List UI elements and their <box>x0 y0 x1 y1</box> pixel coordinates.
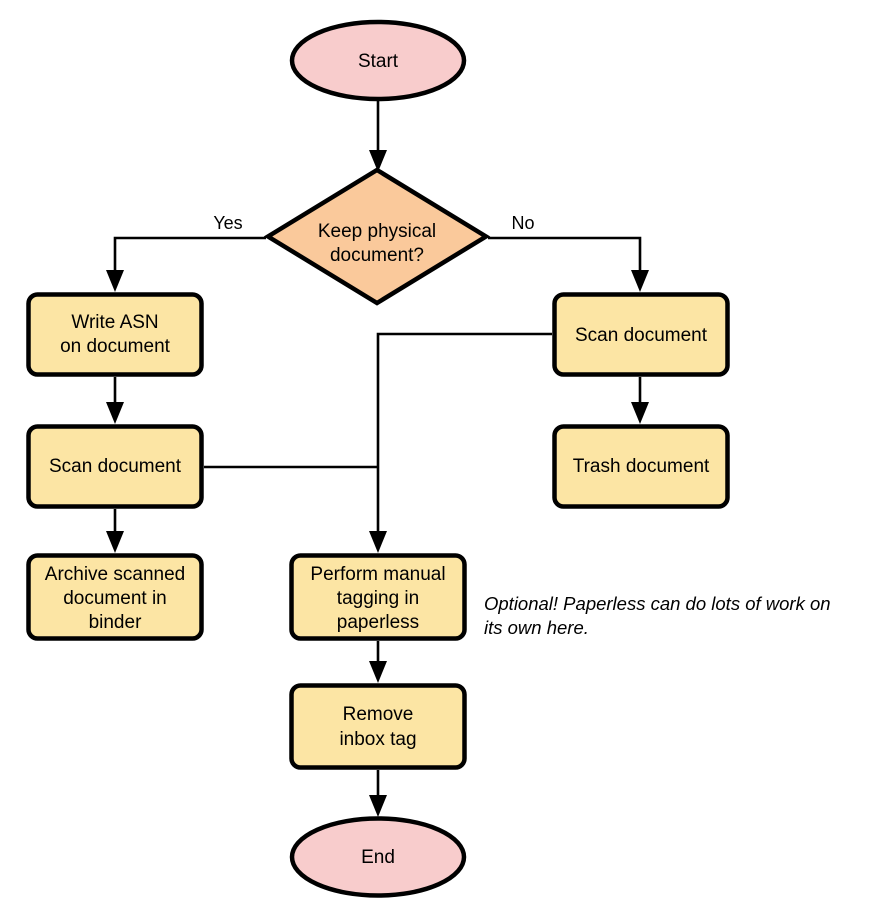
node-scan-document-left-shape[interactable] <box>26 424 204 509</box>
node-manual-tagging-label-line1: Perform manual <box>310 564 445 585</box>
edge-manual-tagging-to-remove-inbox <box>369 641 387 683</box>
node-scan-document-right-label: Scan document <box>575 325 708 346</box>
edge-label-no: No <box>511 213 534 233</box>
node-perform-manual-tagging[interactable]: Perform manual tagging in paperless <box>289 553 467 641</box>
node-scan-document-right[interactable]: Scan document <box>552 292 730 377</box>
arrowhead-icon <box>106 402 124 424</box>
node-remove-inbox-label-line1: Remove <box>343 704 414 725</box>
node-archive-scanned-document[interactable]: Archive scanned document in binder <box>26 553 204 641</box>
node-decision-label-line2: document? <box>330 245 424 266</box>
node-manual-tagging-shape[interactable] <box>289 553 467 641</box>
arrowhead-icon <box>106 531 124 553</box>
node-scan-document-left-label: Scan document <box>49 456 182 477</box>
edge-decision-yes-to-write-asn <box>106 236 266 292</box>
edge-line <box>376 332 552 541</box>
arrowhead-icon <box>106 270 124 292</box>
node-end-shape[interactable] <box>289 816 467 898</box>
node-decision-label-line1: Keep physical <box>318 221 436 242</box>
arrowhead-icon <box>369 661 387 683</box>
node-archive-label-line2: document in <box>63 588 167 609</box>
arrowhead-icon <box>631 270 649 292</box>
node-archive-label-line3: binder <box>89 612 142 633</box>
edge-scan-right-to-trash <box>631 377 649 424</box>
node-remove-inbox-label-line2: inbox tag <box>339 729 416 750</box>
node-end[interactable]: End <box>289 816 467 898</box>
node-manual-tagging-label-line3: paperless <box>337 612 419 633</box>
node-keep-physical-document-decision[interactable]: Keep physical document? <box>263 167 491 306</box>
node-trash-document-shape[interactable] <box>552 424 730 509</box>
arrowhead-icon <box>369 531 387 553</box>
node-archive-label-line1: Archive scanned <box>45 564 185 585</box>
node-start[interactable]: Start <box>289 19 467 102</box>
node-write-asn-label-line1: Write ASN <box>71 312 158 333</box>
node-start-label: Start <box>358 51 399 72</box>
node-decision-shape[interactable] <box>263 167 491 306</box>
annotation-note-line1: Optional! Paperless can do lots of work … <box>484 593 831 614</box>
edge-start-to-decision <box>369 101 387 172</box>
node-end-label: End <box>361 847 395 868</box>
edge-write-asn-to-scan-left <box>106 377 124 424</box>
node-start-shape[interactable] <box>289 19 467 102</box>
edge-label-yes: Yes <box>213 213 242 233</box>
edge-line <box>113 236 266 280</box>
node-archive-shape[interactable] <box>26 553 204 641</box>
edge-remove-inbox-to-end <box>369 770 387 817</box>
node-remove-inbox-shape[interactable] <box>289 683 467 770</box>
node-write-asn-label-line2: on document <box>60 336 171 357</box>
node-manual-tagging-label-line2: tagging in <box>337 588 419 609</box>
annotation-optional-note: Optional! Paperless can do lots of work … <box>484 593 831 638</box>
node-write-asn-shape[interactable] <box>26 292 204 377</box>
node-trash-document-label: Trash document <box>573 456 710 477</box>
edge-decision-no-to-scan-right <box>488 236 649 292</box>
node-remove-inbox-tag[interactable]: Remove inbox tag <box>289 683 467 770</box>
edge-line <box>488 236 642 280</box>
node-scan-document-right-shape[interactable] <box>552 292 730 377</box>
arrowhead-icon <box>631 402 649 424</box>
node-scan-document-left[interactable]: Scan document <box>26 424 204 509</box>
node-write-asn-on-document[interactable]: Write ASN on document <box>26 292 204 377</box>
edge-scan-left-to-archive <box>106 509 124 553</box>
edge-scan-right-to-manual-tagging <box>369 332 552 553</box>
arrowhead-icon <box>369 795 387 817</box>
node-trash-document[interactable]: Trash document <box>552 424 730 509</box>
annotation-note-line2: its own here. <box>484 617 589 638</box>
arrowhead-icon <box>369 150 387 172</box>
